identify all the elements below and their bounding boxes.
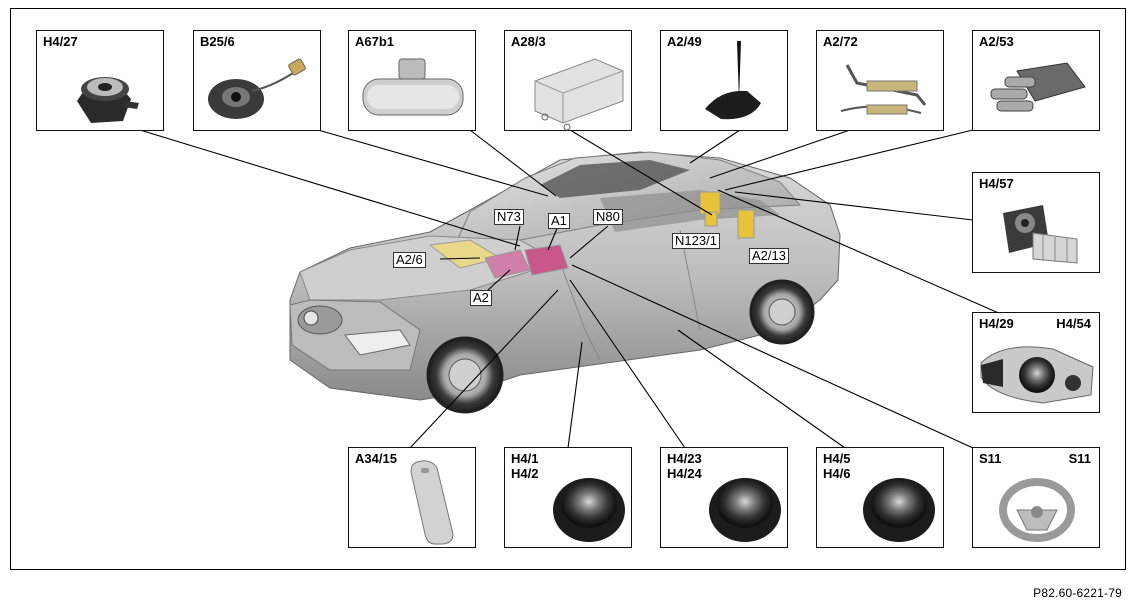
component-label: H4/57 [979, 176, 1014, 191]
component-label: A2/49 [667, 34, 702, 49]
component-label: S11 [1068, 451, 1091, 466]
component-label: S11 [979, 451, 1002, 466]
component-box-a2-49: A2/49 [660, 30, 788, 131]
woofer-speaker-icon [709, 478, 781, 542]
component-box-h4-57: H4/57 [972, 172, 1100, 273]
component-box-h4-23-h4-24: H4/23 H4/24 [660, 447, 788, 548]
component-label: B25/6 [200, 34, 235, 49]
component-box-a67b1: A67b1 [348, 30, 476, 131]
tweeter-speaker-icon [77, 77, 139, 123]
remote-control-icon [410, 460, 454, 545]
component-label: A34/15 [355, 451, 397, 466]
woofer-speaker-icon [553, 478, 625, 542]
callout-n73: N73 [494, 209, 524, 225]
callout-a1: A1 [548, 213, 570, 229]
callout-n123-1: N123/1 [672, 233, 720, 249]
reference-code: P82.60-6221-79 [1033, 586, 1122, 600]
antenna-connector-module-icon [990, 62, 1086, 112]
component-label: A28/3 [511, 34, 546, 49]
component-label: H4/24 [667, 466, 702, 481]
roof-antenna-icon [705, 41, 761, 120]
component-box-a34-15: A34/15 [348, 447, 476, 548]
callout-a2: A2 [470, 290, 492, 306]
component-box-h4-1-h4-2: H4/1 H4/2 [504, 447, 632, 548]
callout-a2-6: A2/6 [393, 252, 426, 268]
component-box-a2-53: A2/53 [972, 30, 1100, 131]
diagram-frame [10, 8, 1126, 570]
component-box-a2-72: A2/72 [816, 30, 944, 131]
steering-wheel-icon [999, 478, 1075, 542]
car-body [289, 151, 841, 414]
component-label: H4/27 [43, 34, 78, 49]
microphone-sensor-icon [208, 58, 306, 119]
component-label: H4/29 [979, 316, 1014, 331]
component-box-h4-29-h4-54: H4/29 H4/54 [972, 312, 1100, 413]
component-box-h4-27: H4/27 [36, 30, 164, 131]
component-label: H4/54 [1056, 316, 1091, 331]
door-speaker-assembly-icon [980, 346, 1094, 404]
callout-n80: N80 [593, 209, 623, 225]
control-module-icon [534, 58, 624, 131]
component-label: A2/72 [823, 34, 858, 49]
antenna-amplifier-icon [840, 64, 927, 115]
component-label: H4/2 [511, 466, 539, 481]
component-label: H4/6 [823, 466, 851, 481]
component-label: A67b1 [355, 34, 395, 49]
component-box-h4-5-h4-6: H4/5 H4/6 [816, 447, 944, 548]
component-label: H4/23 [667, 451, 702, 466]
callout-a2-13: A2/13 [749, 248, 789, 264]
component-box-s11: S11 S11 [972, 447, 1100, 548]
rearview-mirror-icon [362, 58, 464, 116]
component-label: H4/5 [823, 451, 851, 466]
leader-lines [139, 129, 1011, 449]
component-label: H4/1 [511, 451, 539, 466]
component-box-b25-6: B25/6 [193, 30, 321, 131]
component-label: A2/53 [979, 34, 1014, 49]
component-box-a28-3: A28/3 [504, 30, 632, 131]
woofer-speaker-icon [863, 478, 935, 542]
mid-range-speaker-icon [1003, 205, 1078, 264]
